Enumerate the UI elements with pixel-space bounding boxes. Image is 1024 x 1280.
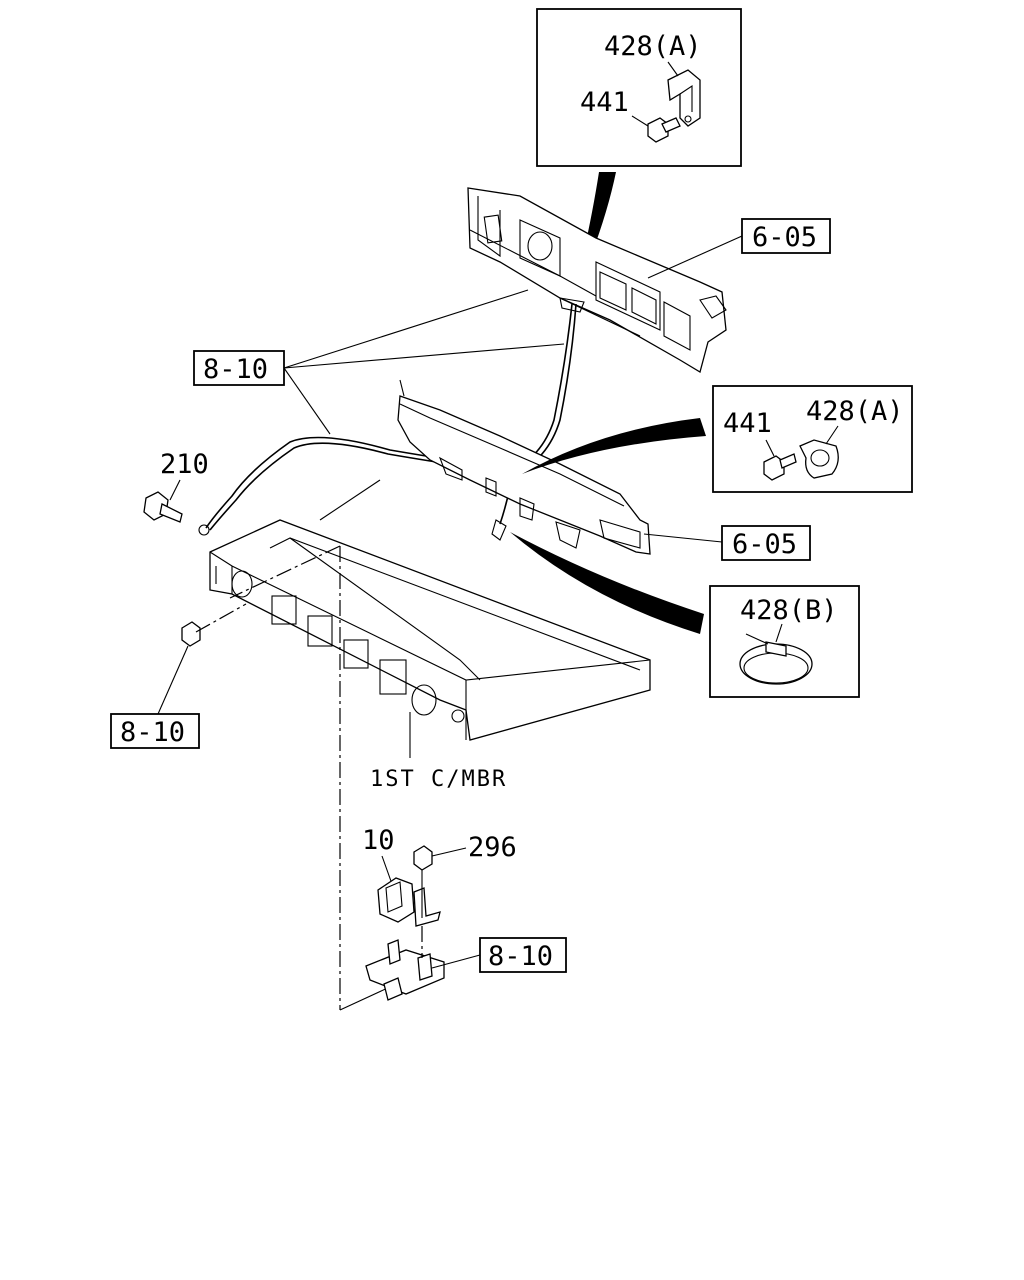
- leader-wedge-mid: [522, 418, 706, 474]
- nut-left-icon: [181, 621, 201, 647]
- ref-box-8-10-bottom: 8-10: [479, 937, 567, 973]
- ref-6-05-lower: 6-05: [732, 529, 797, 560]
- label-1st-cmbr: 1ST C/MBR: [370, 767, 507, 792]
- upper-frame-member: [467, 187, 727, 374]
- leader-wedge-band: [510, 532, 704, 634]
- ref-box-8-10-left: 8-10: [110, 713, 200, 749]
- ref-6-05-upper: 6-05: [752, 222, 817, 253]
- label-428a-top: 428(A): [604, 31, 702, 62]
- bolt-441-mid-icon: [763, 453, 797, 481]
- ref-8-10-left: 8-10: [120, 717, 185, 748]
- ref-box-6-05-lower: 6-05: [721, 525, 811, 561]
- detail-box-top: 428(A) 441: [536, 8, 742, 167]
- label-428b: 428(B): [740, 595, 838, 626]
- label-10: 10: [362, 825, 395, 856]
- ref-box-6-05-upper: 6-05: [741, 218, 831, 254]
- label-441-mid: 441: [723, 408, 772, 439]
- label-441-top: 441: [580, 87, 629, 118]
- ref-box-8-10-main: 8-10: [193, 350, 285, 386]
- ref-8-10-main: 8-10: [203, 354, 268, 385]
- nut-296-icon: [413, 845, 433, 871]
- label-428a-mid: 428(A): [806, 396, 904, 427]
- bolt-210-icon: [143, 491, 183, 523]
- clip-428a-icon: [667, 69, 701, 127]
- detail-box-mid: 441 428(A): [712, 385, 913, 493]
- bracket-icon: [365, 939, 445, 1001]
- crossmember: [209, 479, 651, 741]
- clip-428a-mid-icon: [799, 439, 839, 479]
- ref-8-10-bottom: 8-10: [488, 941, 553, 972]
- bolt-441-icon: [647, 117, 681, 143]
- label-210: 210: [160, 449, 209, 480]
- connector-10-icon: [377, 877, 441, 927]
- label-296: 296: [468, 832, 517, 863]
- lower-frame-member: [397, 379, 651, 555]
- detail-box-band: 428(B): [709, 585, 860, 698]
- cable-tie-428b-icon: [739, 633, 813, 685]
